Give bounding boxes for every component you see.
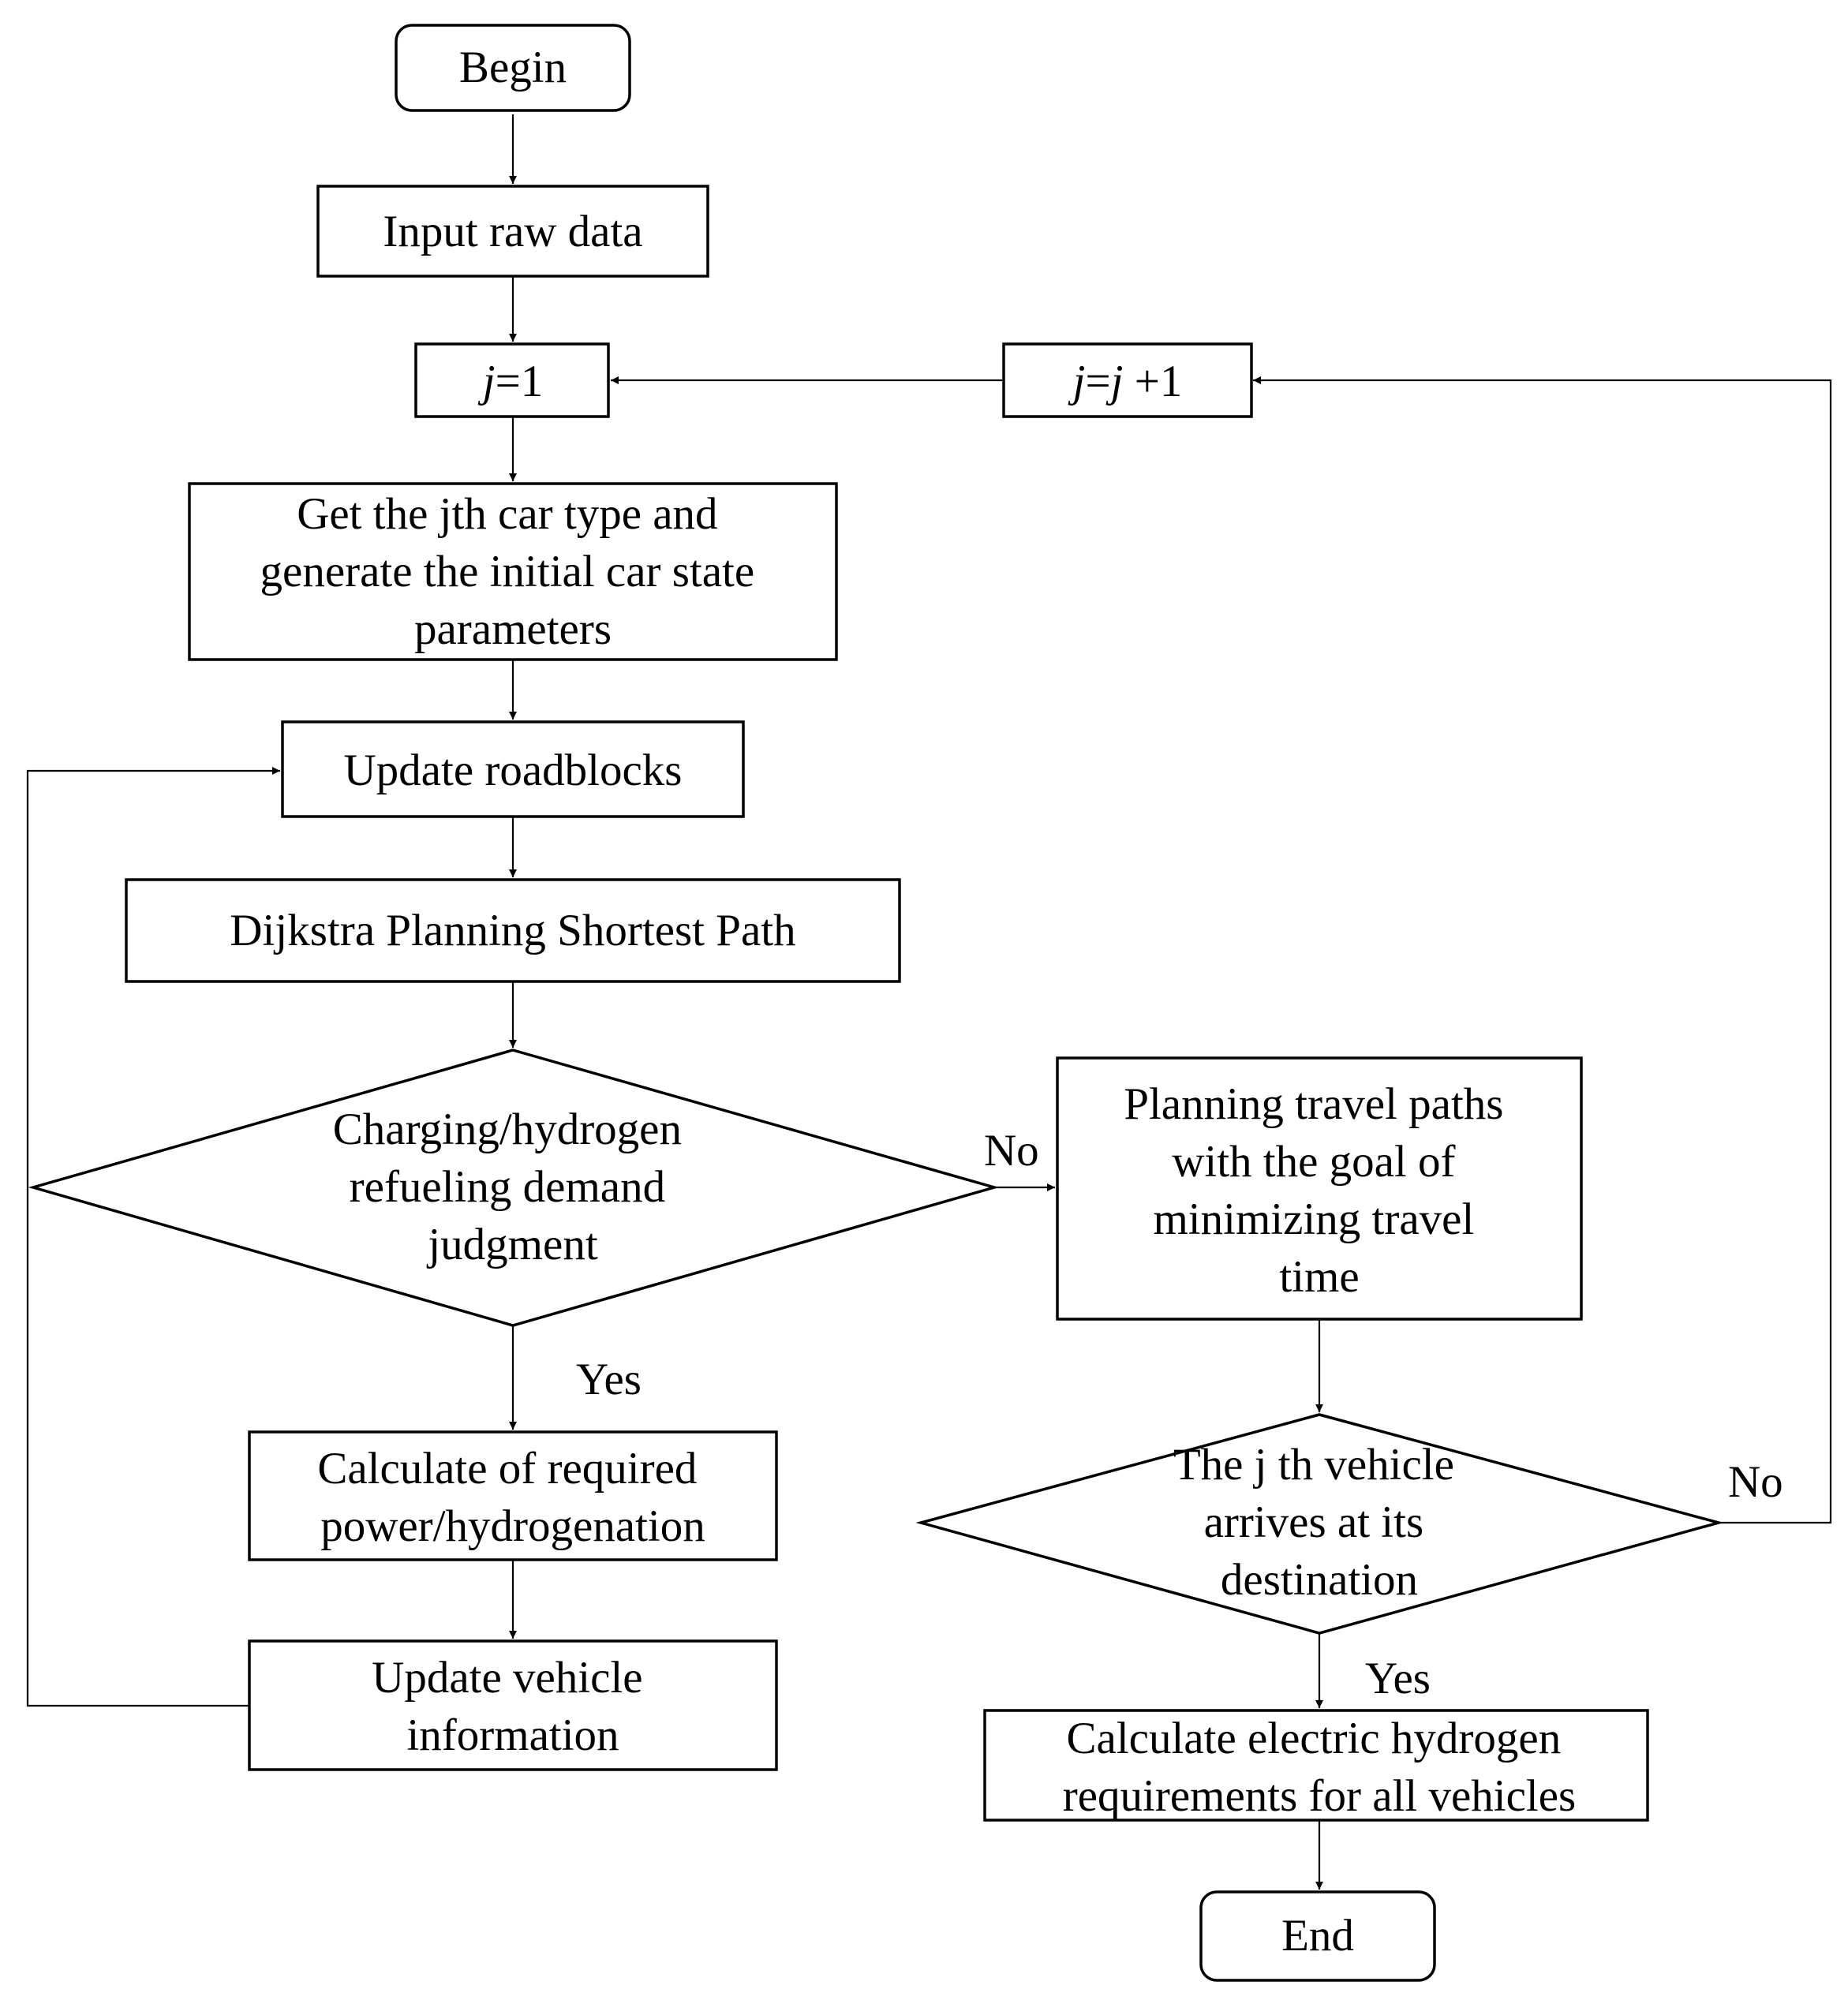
planning-label: Planning travel paths with the goal of m… xyxy=(1124,1079,1515,1302)
edge-label-demand-yes: Yes xyxy=(576,1355,642,1404)
get-car-label: Get the jth car type and generate the in… xyxy=(260,489,766,654)
terminal-begin-shape xyxy=(395,24,631,112)
dijkstra-label: Dijkstra Planning Shortest Path xyxy=(230,906,795,955)
calc-all-box xyxy=(983,1709,1649,1822)
input-label: Input raw data xyxy=(383,207,642,256)
j-init-box xyxy=(414,342,610,418)
update-vehicle-box xyxy=(248,1639,778,1771)
j-init-label: j=1 xyxy=(477,357,544,406)
input-box xyxy=(316,185,709,278)
node-get-car: Get the jth car type and generate the in… xyxy=(188,482,838,661)
node-dijkstra: Dijkstra Planning Shortest Path xyxy=(125,878,901,983)
j-inc-eq: = xyxy=(1085,357,1110,406)
get-car-line-1: Get the jth car type and xyxy=(297,489,717,539)
j-init-rest: =1 xyxy=(496,357,544,406)
edge-label-demand-no: No xyxy=(984,1126,1039,1176)
arrives-line-2: arrives at its xyxy=(1204,1497,1424,1547)
calc-all-line-2: requirements for all vehicles xyxy=(1063,1771,1577,1821)
edge-updatevehicle-roadblocks xyxy=(26,767,280,1707)
node-begin: Begin xyxy=(395,24,631,112)
get-car-line-3: parameters xyxy=(414,604,612,654)
edge-arrives-jinc xyxy=(1253,376,1832,1524)
update-vehicle-line-2: information xyxy=(406,1710,619,1760)
demand-line-2: refueling demand xyxy=(350,1162,665,1212)
update-vehicle-label: Update vehicle information xyxy=(372,1653,654,1760)
demand-label: Charging/hydrogen refueling demand judgm… xyxy=(333,1105,693,1269)
node-update-vehicle: Update vehicle information xyxy=(248,1639,778,1771)
node-input: Input raw data xyxy=(316,185,709,278)
planning-line-1: Planning travel paths xyxy=(1124,1079,1503,1129)
node-end: End xyxy=(1199,1890,1436,1982)
demand-line-3: judgment xyxy=(426,1220,597,1269)
calc-power-label: Calculate of required power/hydrogenatio… xyxy=(317,1444,708,1551)
get-car-box xyxy=(188,482,838,661)
node-calc-all: Calculate electric hydrogen requirements… xyxy=(983,1709,1649,1822)
j-increment-label: j=j +1 xyxy=(1068,357,1183,406)
arrives-line-3: destination xyxy=(1221,1555,1418,1605)
planning-line-3: minimizing travel xyxy=(1153,1194,1474,1244)
calc-power-line-1: Calculate of required xyxy=(317,1444,697,1493)
arrives-line-1: The j th vehicle xyxy=(1173,1440,1454,1490)
edges xyxy=(26,114,1832,1890)
terminal-end-shape xyxy=(1199,1890,1436,1982)
j-inc-rest: +1 xyxy=(1123,357,1182,406)
planning-line-2: with the goal of xyxy=(1172,1137,1455,1187)
dijkstra-box xyxy=(125,878,901,983)
edge-label-arrives-yes: Yes xyxy=(1365,1654,1431,1703)
calc-all-line-1: Calculate electric hydrogen xyxy=(1067,1714,1562,1763)
planning-line-4: time xyxy=(1279,1252,1359,1302)
arrives-decision-shape xyxy=(915,1413,1724,1635)
calc-power-line-2: power/hydrogenation xyxy=(320,1501,705,1551)
begin-label: Begin xyxy=(459,43,567,92)
update-vehicle-line-1: Update vehicle xyxy=(372,1653,642,1703)
node-j-init: j=1 xyxy=(414,342,610,418)
calc-power-box xyxy=(248,1430,778,1561)
get-car-line-2: generate the initial car state xyxy=(260,547,755,596)
node-j-increment: j=j +1 xyxy=(1002,342,1253,418)
node-roadblocks: Update roadblocks xyxy=(281,720,745,818)
demand-line-1: Charging/hydrogen xyxy=(333,1105,682,1154)
demand-decision-shape xyxy=(28,1049,1000,1327)
roadblocks-label: Update roadblocks xyxy=(344,746,683,795)
calc-all-label: Calculate electric hydrogen requirements… xyxy=(1063,1714,1577,1821)
edge-label-arrives-no: No xyxy=(1728,1457,1783,1507)
node-calc-power: Calculate of required power/hydrogenatio… xyxy=(248,1430,778,1561)
planning-box xyxy=(1056,1056,1583,1321)
roadblocks-box xyxy=(281,720,745,818)
j-increment-box xyxy=(1002,342,1253,418)
end-label: End xyxy=(1281,1911,1354,1961)
arrives-label: The j th vehicle arrives at its destinat… xyxy=(1173,1440,1465,1605)
node-planning: Planning travel paths with the goal of m… xyxy=(1056,1056,1583,1321)
node-demand: Charging/hydrogen refueling demand judgm… xyxy=(28,1049,1000,1327)
node-arrives: The j th vehicle arrives at its destinat… xyxy=(915,1413,1724,1635)
